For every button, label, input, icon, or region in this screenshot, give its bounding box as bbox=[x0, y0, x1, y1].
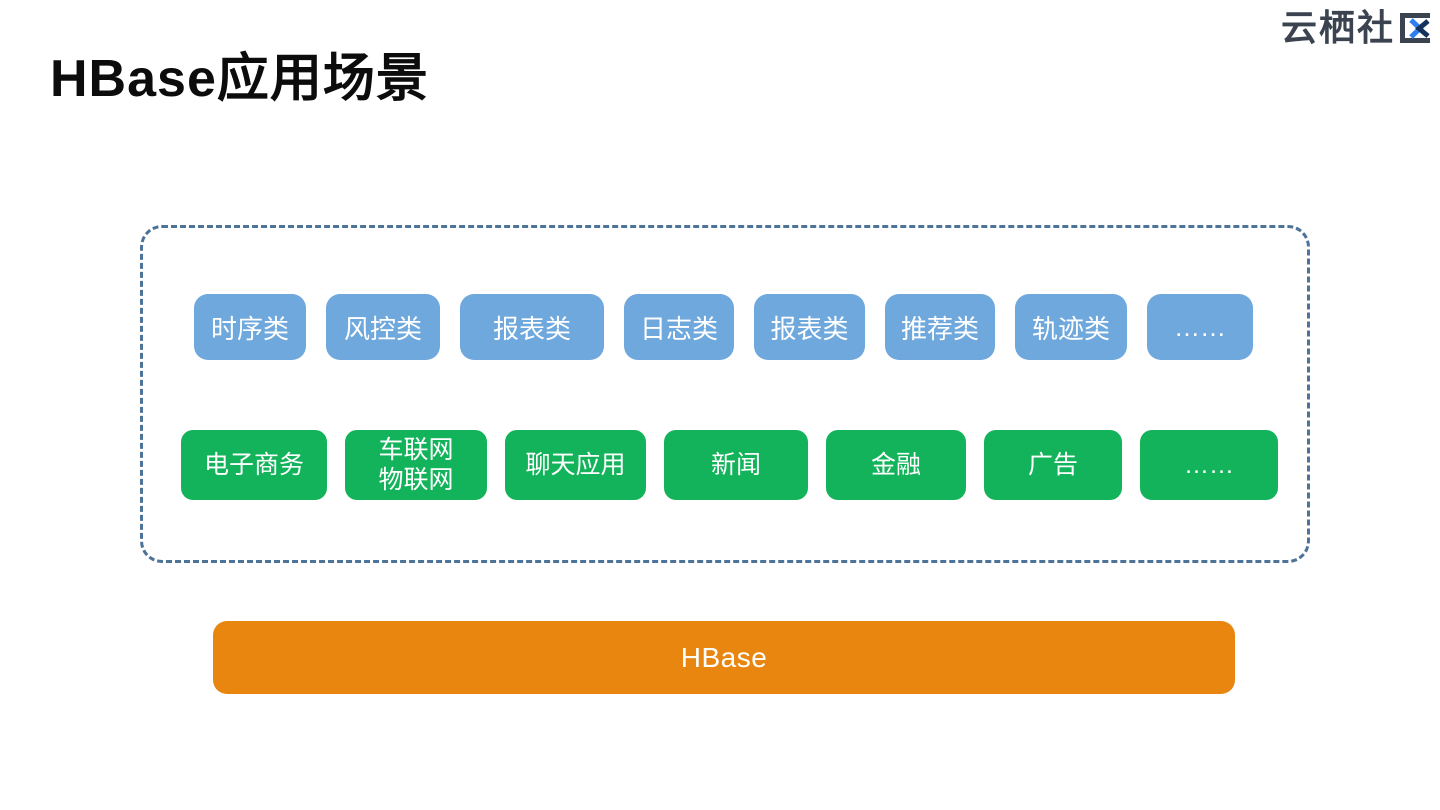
scenario-box: 时序类 bbox=[194, 294, 306, 360]
scenario-box: 报表类 bbox=[754, 294, 865, 360]
logo-text: 云栖社 bbox=[1280, 7, 1395, 48]
hbase-base-bar: HBase bbox=[213, 621, 1235, 694]
logo-x-icon bbox=[1409, 18, 1430, 39]
industry-box: 电子商务 bbox=[181, 430, 327, 500]
scenario-box: 风控类 bbox=[326, 294, 440, 360]
yunqi-community-logo: 云栖社 bbox=[1281, 8, 1430, 48]
scenario-box: 日志类 bbox=[624, 294, 734, 360]
scenario-row-industries: 电子商务 车联网 物联网 聊天应用 新闻 金融 广告 …… bbox=[181, 430, 1278, 500]
industry-box: 新闻 bbox=[664, 430, 808, 500]
logo-qu-glyph-icon bbox=[1400, 13, 1430, 43]
industry-box: 聊天应用 bbox=[505, 430, 646, 500]
scenario-box: 轨迹类 bbox=[1015, 294, 1127, 360]
industry-box: 车联网 物联网 bbox=[345, 430, 487, 500]
scenario-box: 报表类 bbox=[460, 294, 604, 360]
industry-box: 广告 bbox=[984, 430, 1122, 500]
scenarios-container: 时序类 风控类 报表类 日志类 报表类 推荐类 轨迹类 …… 电子商务 车联网 … bbox=[140, 225, 1310, 563]
industry-box: …… bbox=[1140, 430, 1278, 500]
scenario-row-types: 时序类 风控类 报表类 日志类 报表类 推荐类 轨迹类 …… bbox=[194, 294, 1253, 360]
scenario-box: …… bbox=[1147, 294, 1253, 360]
page-title: HBase应用场景 bbox=[50, 50, 429, 108]
industry-box: 金融 bbox=[826, 430, 966, 500]
scenario-box: 推荐类 bbox=[885, 294, 995, 360]
